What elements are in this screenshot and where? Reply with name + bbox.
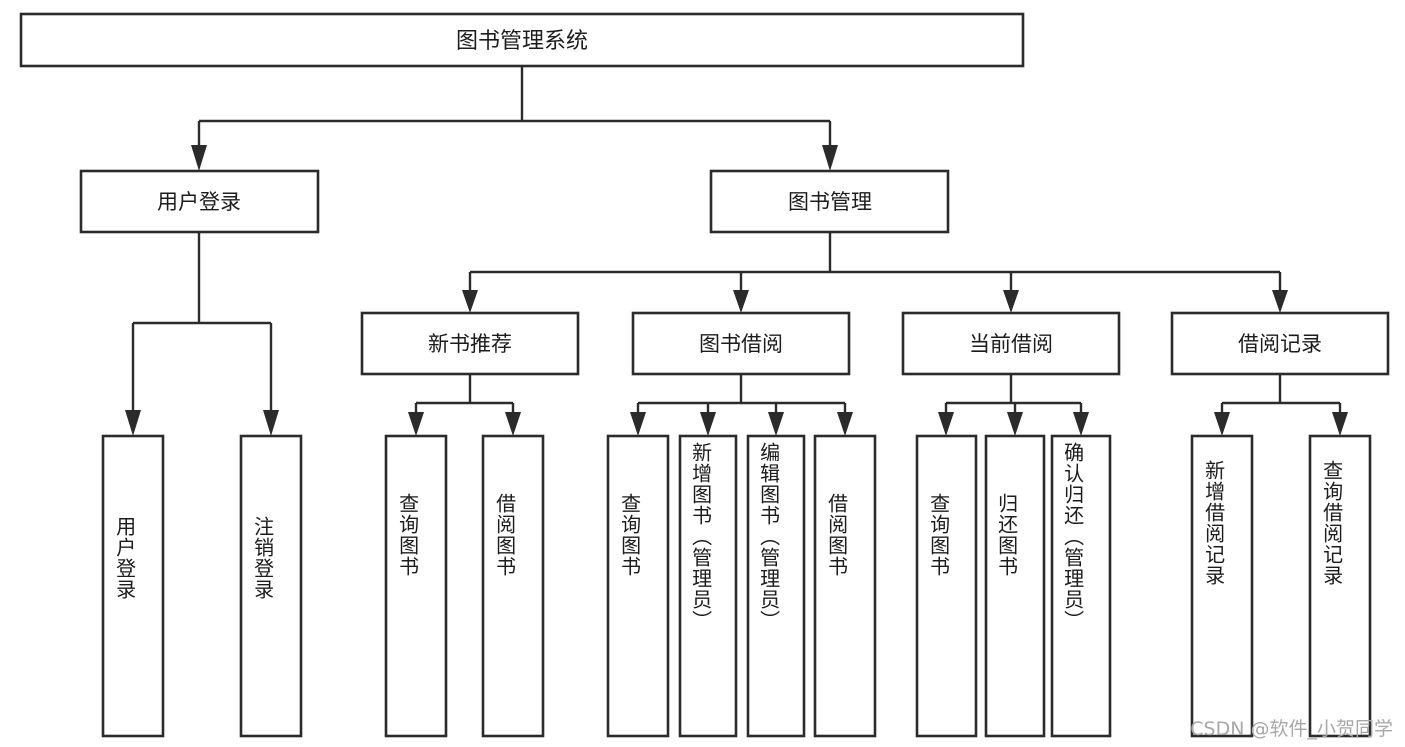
leaf-box-user-login[interactable] bbox=[101, 434, 165, 738]
node-root-box[interactable] bbox=[19, 12, 1025, 68]
arrow-head-leaf-return-book bbox=[1007, 412, 1023, 436]
node-borrow-record-label: 借阅记录 bbox=[1238, 332, 1322, 356]
arrow-head-leaf-query-book-3 bbox=[938, 412, 954, 436]
leaf-box-query-record[interactable] bbox=[1308, 434, 1372, 738]
arrow-head-user-login bbox=[191, 145, 207, 171]
arrow-head-leaf-add-record bbox=[1214, 412, 1230, 436]
node-borrow-record-box[interactable] bbox=[1170, 311, 1390, 376]
node-book-borrow[interactable]: 图书借阅 bbox=[631, 311, 851, 376]
arrow-head-leaf-confirm-return-admin bbox=[1073, 412, 1089, 436]
node-borrow-record[interactable]: 借阅记录 bbox=[1170, 311, 1390, 376]
leaf-box-edit-book-admin[interactable] bbox=[746, 434, 806, 738]
arrow-head-borrow-record bbox=[1272, 290, 1288, 313]
arrow-head-new-book-rec bbox=[462, 290, 478, 313]
leaf-box-add-book-admin[interactable] bbox=[678, 434, 738, 738]
arrow-head-leaf-query-record bbox=[1332, 412, 1348, 436]
arrow-head-leaf-query-book-1 bbox=[408, 412, 424, 436]
arrow-head-book-borrow bbox=[733, 290, 749, 313]
leaf-box-query-book-1[interactable] bbox=[384, 434, 448, 738]
node-user-login-box[interactable] bbox=[79, 169, 320, 234]
arrow-head-leaf-borrow-book-2 bbox=[837, 412, 853, 436]
leaf-box-add-record[interactable] bbox=[1190, 434, 1254, 738]
leaf-box-return-book[interactable] bbox=[984, 434, 1046, 738]
node-book-manage-label: 图书管理 bbox=[788, 190, 872, 214]
leaf-box-borrow-book-1[interactable] bbox=[481, 434, 545, 738]
node-book-manage[interactable]: 图书管理 bbox=[709, 169, 950, 234]
arrow-head-leaf-logout bbox=[263, 410, 279, 436]
arrow-head-leaf-user-login bbox=[125, 410, 141, 436]
arrow-head-leaf-borrow-book-1 bbox=[505, 412, 521, 436]
arrow-head-leaf-edit-book-admin bbox=[768, 412, 784, 436]
leaf-box-layer bbox=[101, 434, 1372, 738]
leaf-box-query-book-2[interactable] bbox=[606, 434, 670, 738]
arrow-head-leaf-add-book-admin bbox=[700, 412, 716, 436]
node-new-book-rec[interactable]: 新书推荐 bbox=[360, 311, 580, 376]
node-current-borrow-box[interactable] bbox=[901, 311, 1121, 376]
node-current-borrow-label: 当前借阅 bbox=[969, 332, 1053, 356]
node-book-manage-box[interactable] bbox=[709, 169, 950, 234]
node-new-book-rec-label: 新书推荐 bbox=[428, 332, 512, 356]
node-root-label: 图书管理系统 bbox=[456, 29, 588, 54]
arrow-head-book-manage bbox=[822, 145, 838, 171]
node-root[interactable]: 图书管理系统 bbox=[19, 12, 1025, 68]
leaf-box-query-book-3[interactable] bbox=[915, 434, 978, 738]
node-user-login[interactable]: 用户登录 bbox=[79, 169, 320, 234]
node-current-borrow[interactable]: 当前借阅 bbox=[901, 311, 1121, 376]
leaf-box-confirm-return-admin[interactable] bbox=[1050, 434, 1112, 738]
node-user-login-label: 用户登录 bbox=[157, 190, 241, 214]
arrow-head-leaf-query-book-2 bbox=[630, 412, 646, 436]
leaf-box-logout[interactable] bbox=[239, 434, 303, 738]
node-new-book-rec-box[interactable] bbox=[360, 311, 580, 376]
leaf-box-borrow-book-2[interactable] bbox=[813, 434, 877, 738]
node-book-borrow-label: 图书借阅 bbox=[699, 332, 783, 356]
connector-layer bbox=[125, 66, 1348, 436]
arrow-head-current-borrow bbox=[1003, 290, 1019, 313]
node-book-borrow-box[interactable] bbox=[631, 311, 851, 376]
